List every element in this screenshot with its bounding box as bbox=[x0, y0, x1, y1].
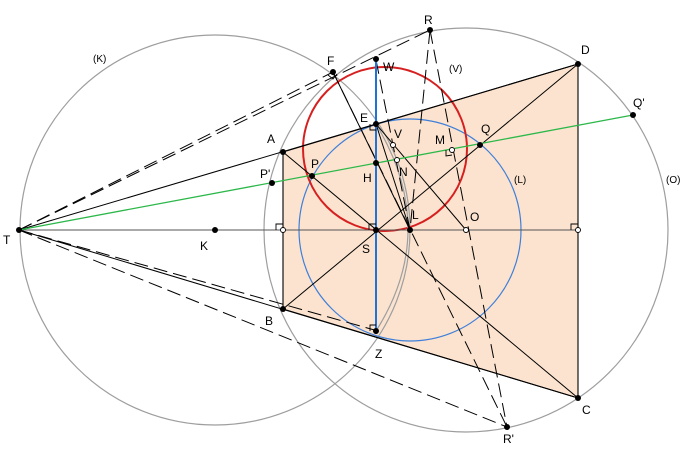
label-n: N bbox=[399, 165, 408, 179]
label-c: C bbox=[582, 403, 591, 417]
label-r-prime: R' bbox=[503, 432, 514, 446]
label-circle-o: (O) bbox=[666, 175, 680, 186]
label-t: T bbox=[3, 233, 11, 247]
label-l: L bbox=[412, 208, 419, 222]
label-circle-l: (L) bbox=[514, 175, 526, 186]
label-circle-k: (K) bbox=[93, 54, 106, 65]
label-h: H bbox=[363, 171, 372, 185]
line-tq-prime bbox=[18, 114, 634, 231]
label-w: W bbox=[383, 60, 395, 74]
label-r: R bbox=[424, 13, 433, 27]
solid-lines bbox=[18, 63, 579, 399]
right-angle-markers bbox=[275, 73, 578, 331]
label-v: V bbox=[394, 127, 402, 141]
label-z: Z bbox=[375, 347, 382, 361]
label-d: D bbox=[581, 43, 590, 57]
label-b: B bbox=[265, 314, 273, 328]
label-m: M bbox=[435, 133, 445, 147]
label-o: O bbox=[470, 210, 479, 224]
points-filled bbox=[16, 27, 636, 430]
label-a: A bbox=[267, 132, 275, 146]
circle-v bbox=[302, 66, 468, 232]
label-s: S bbox=[362, 242, 370, 256]
quadrilateral-abcd-fill bbox=[283, 64, 578, 398]
label-p-prime: P' bbox=[260, 167, 270, 181]
points-open bbox=[280, 142, 581, 233]
label-circle-v: (V) bbox=[449, 64, 462, 75]
label-q: Q bbox=[481, 122, 490, 136]
label-q-prime: Q' bbox=[633, 96, 645, 110]
label-p: P bbox=[311, 157, 319, 171]
label-k: K bbox=[200, 239, 208, 253]
label-f: F bbox=[327, 54, 334, 68]
label-e: E bbox=[360, 111, 368, 125]
